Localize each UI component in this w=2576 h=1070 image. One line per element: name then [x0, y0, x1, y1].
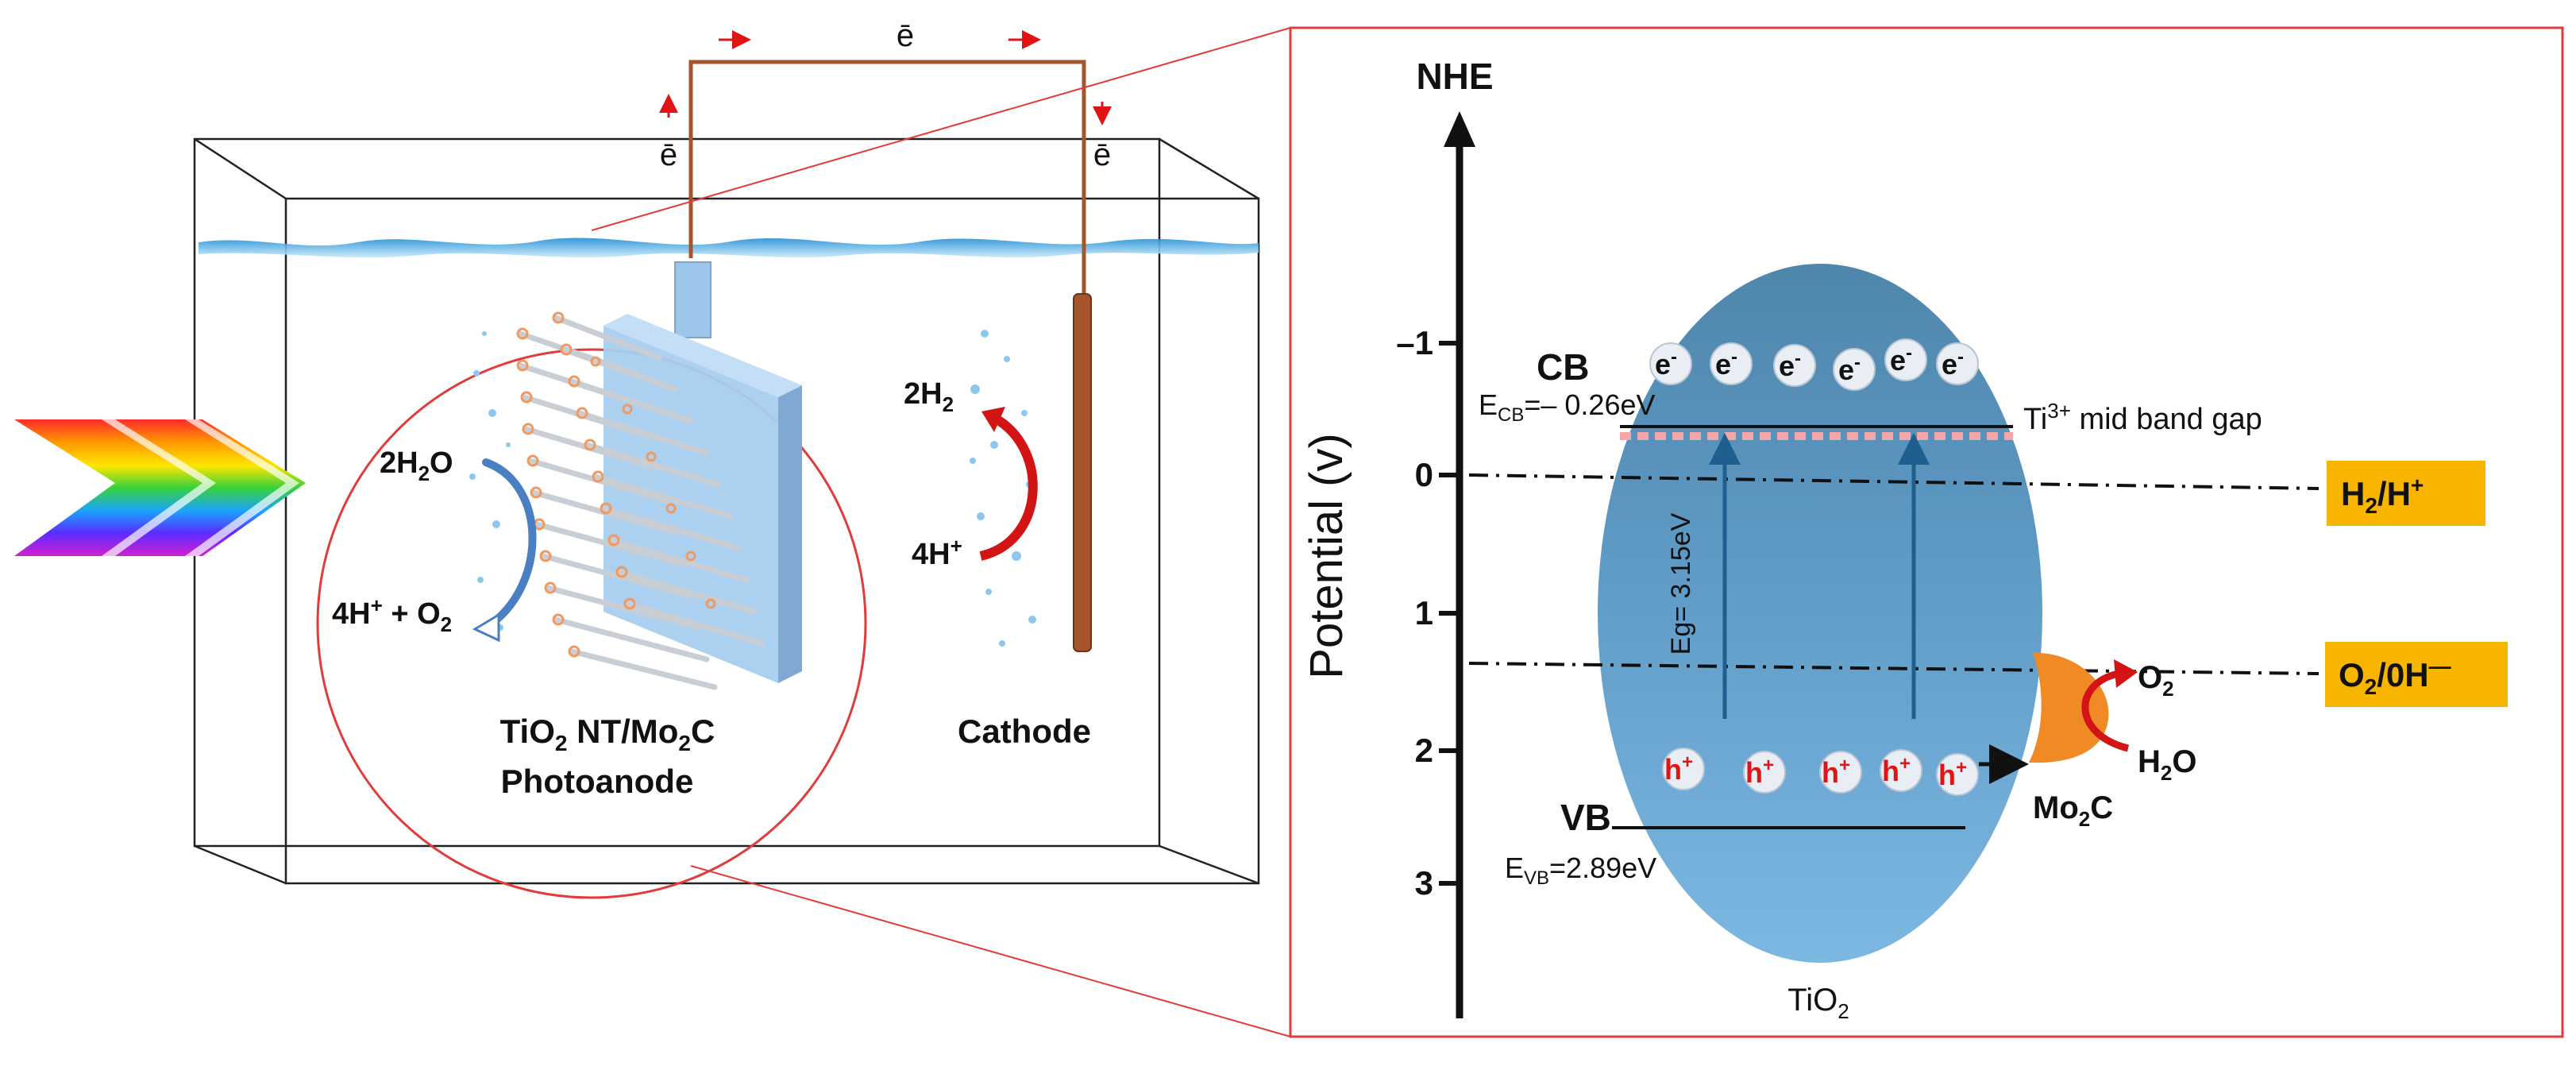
anode-product: 4H+ + O2 [332, 593, 452, 636]
photoanode-label-line1: TiO2 NT/Mo2C [500, 713, 715, 755]
tick-label-3: 3 [1415, 864, 1433, 902]
anode-reaction-arrow [482, 458, 537, 632]
cathode-reaction-arrow [979, 412, 1038, 561]
svg-text:h+: h+ [1822, 755, 1850, 789]
svg-text:h+: h+ [1664, 751, 1693, 786]
tick-label-1: 1 [1415, 594, 1433, 632]
svg-text:h+: h+ [1882, 753, 1911, 787]
electron: e- [1884, 338, 1927, 381]
anode-reaction-arrowhead [472, 612, 500, 643]
svg-text:h+: h+ [1938, 757, 1967, 791]
electron-flow-arrows [659, 30, 1112, 126]
external-wire [688, 60, 1086, 302]
hole: h+ [1743, 751, 1786, 794]
o2-evolution-arrowhead [2114, 659, 2138, 688]
axis-title-nhe: NHE [1416, 56, 1493, 97]
photoanode-plate [604, 261, 802, 683]
light-arrows [14, 419, 306, 556]
anode-reactant: 2H2O [380, 446, 453, 485]
tick-label-2: 2 [1415, 732, 1433, 769]
electron: e- [1649, 342, 1692, 385]
mo2c-label: Mo2C [2033, 790, 2113, 831]
hole: h+ [1819, 751, 1862, 794]
cathode-reactant: 4H+ [912, 534, 962, 571]
mo2c-cocatalyst [2029, 652, 2109, 763]
o2-redox-box: O2/0H— [2325, 642, 2508, 707]
band-diagram-panel: NHE Potential (v) –1 0 1 2 3 CB VB ECB=–… [1289, 26, 2564, 1038]
cathode-label: Cathode [958, 713, 1091, 750]
h2o-label: H2O [2138, 744, 2196, 785]
cathode-reaction-arrowhead [981, 407, 1005, 432]
vb-label: VB [1560, 797, 1611, 838]
evb-label: EVB=2.89eV [1505, 852, 1656, 889]
o2-redox-line [1468, 662, 2320, 675]
electron: e- [1833, 348, 1876, 391]
mo2c-particles [516, 311, 716, 658]
h2-redox-box: H2/H+ [2327, 461, 2485, 526]
svg-text:h+: h+ [1745, 755, 1774, 789]
electrochemical-cell: ē ē ē 2H2 4H+ Cathode [14, 18, 1260, 899]
cb-label: CB [1537, 346, 1589, 388]
magnify-circle [316, 348, 867, 899]
tick-label-0: 0 [1415, 456, 1433, 493]
cathode-bubbles [970, 330, 1036, 647]
electron-label-top: ē [897, 18, 914, 53]
nanotube-array [517, 315, 765, 690]
svg-text:e-: e- [1890, 342, 1912, 377]
potential-axis-arrowhead [1444, 111, 1475, 147]
photoanode-label-line2: Photoanode [501, 763, 694, 800]
band-gap-label: Eg= 3.15eV [1666, 512, 1696, 655]
svg-text:O2/0H—: O2/0H— [2339, 654, 2451, 699]
cathode-rod [1073, 293, 1092, 652]
tick-label-minus1: –1 [1396, 324, 1433, 361]
h2-redox-line [1468, 473, 2320, 490]
anode-bubbles [469, 331, 511, 631]
svg-text:e-: e- [1942, 346, 1964, 380]
tio2-label: TiO2 [1787, 983, 1849, 1023]
hole: h+ [1936, 753, 1979, 796]
svg-text:e-: e- [1838, 352, 1861, 386]
axis-label-potential: Potential (v) [1301, 433, 1352, 678]
svg-text:e-: e- [1655, 346, 1677, 380]
cell-box [193, 137, 1260, 885]
electron: e- [1773, 344, 1816, 387]
water-surface [199, 238, 1259, 258]
electron-label-left: ē [660, 137, 677, 172]
electron: e- [1710, 342, 1753, 385]
ecb-label: ECB=– 0.26eV [1479, 388, 1656, 426]
svg-text:H2/H+: H2/H+ [2341, 473, 2424, 518]
hole: h+ [1662, 747, 1705, 790]
svg-text:e-: e- [1779, 348, 1801, 382]
ti3-midgap-label: Ti3+ mid band gap [2023, 399, 2262, 436]
svg-text:e-: e- [1715, 346, 1737, 380]
cathode-product: 2H2 [904, 377, 954, 416]
o2-evolution-arrow [2081, 670, 2130, 752]
electrons-row: e- e- e- e- e- e- [1649, 338, 1979, 391]
holes-row: h+ h+ h+ h+ h+ [1662, 747, 1979, 796]
electron: e- [1936, 342, 1979, 385]
hole: h+ [1880, 749, 1922, 792]
axis-ticks [1439, 341, 1460, 886]
o2-label: O2 [2138, 660, 2174, 701]
zoom-connectors [591, 27, 1291, 1037]
electron-label-right: ē [1093, 137, 1111, 172]
